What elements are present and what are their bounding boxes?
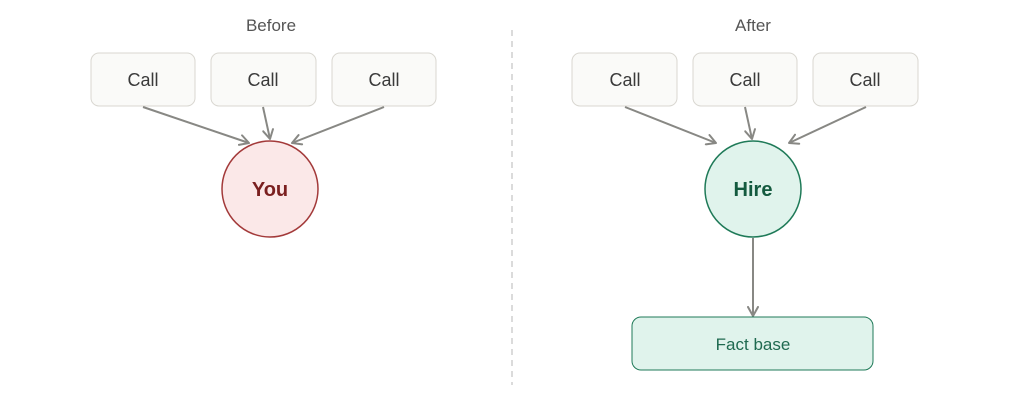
before-panel: Before Call Call Call You	[90, 16, 437, 238]
before-center-node	[221, 140, 319, 238]
before-call-box	[90, 52, 196, 107]
before-call-node: Call	[210, 52, 317, 107]
after-center-label: Hire	[734, 179, 773, 201]
after-edge-arrow	[624, 106, 717, 146]
after-call-label: Call	[609, 70, 640, 90]
after-edge-arrow	[788, 106, 867, 145]
before-call-label: Call	[247, 70, 278, 90]
after-edge-arrow	[744, 106, 756, 140]
before-call-node: Call	[90, 52, 196, 107]
after-title: After	[735, 16, 771, 35]
before-title: Before	[246, 16, 296, 35]
before-edge-arrow	[291, 106, 385, 146]
after-call-box	[571, 52, 678, 107]
before-call-label: Call	[127, 70, 158, 90]
after-call-label: Call	[849, 70, 880, 90]
after-call-node: Call	[692, 52, 798, 107]
fact-base-label: Fact base	[716, 335, 791, 354]
after-call-box	[692, 52, 798, 107]
before-call-node: Call	[331, 52, 437, 107]
before-call-label: Call	[368, 70, 399, 90]
after-center-node	[704, 140, 802, 238]
before-call-box	[210, 52, 317, 107]
before-center-label: You	[252, 179, 288, 201]
before-edge-arrow	[262, 106, 274, 140]
after-call-node: Call	[571, 52, 678, 107]
after-call-box	[812, 52, 919, 107]
after-call-label: Call	[729, 70, 760, 90]
fact-base-node	[631, 316, 874, 371]
after-call-node: Call	[812, 52, 919, 107]
after-panel: After Call Call Call Hire Fact base	[571, 16, 919, 371]
before-call-box	[331, 52, 437, 107]
before-edge-arrow	[142, 106, 250, 146]
